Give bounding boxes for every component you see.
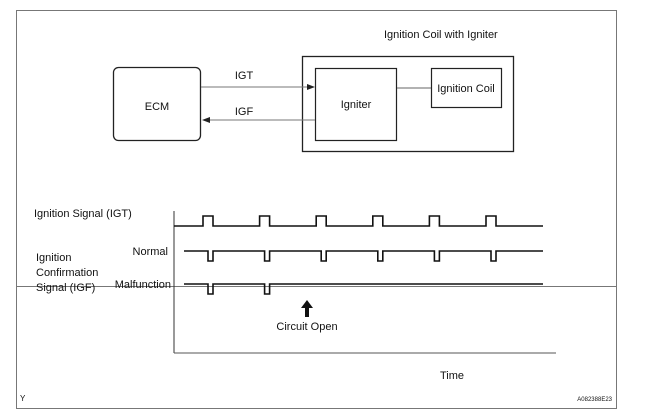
- malfunction-label: Malfunction: [115, 279, 171, 291]
- circuit-open-annotation: Circuit Open: [276, 321, 337, 333]
- coil-box: [430, 67, 503, 109]
- igf-signal-label-2: Confirmation: [36, 267, 98, 279]
- igf-signal-label-1: Ignition: [36, 252, 71, 264]
- time-axis-label: Time: [440, 370, 464, 382]
- igniter-box: [314, 67, 398, 142]
- assembly-label: Ignition Coil with Igniter: [384, 29, 498, 41]
- corner-mark: Y: [20, 394, 26, 403]
- coil-label: Ignition Coil: [437, 83, 494, 95]
- igf-signal-label-3: Signal (IGF): [36, 282, 95, 294]
- igniter-label: Igniter: [341, 99, 372, 111]
- figure-frame-full: [16, 10, 617, 409]
- igt-signal-label: Ignition Signal (IGT): [34, 208, 132, 220]
- igf-normal-waveform: [184, 250, 543, 262]
- igt-label: IGT: [235, 70, 254, 82]
- figure-frame: [16, 10, 617, 287]
- igf-malfunction-waveform: [184, 283, 543, 295]
- ecm-label: ECM: [145, 101, 169, 113]
- igf-label: IGF: [235, 106, 254, 118]
- figure-code: A082388E23: [577, 397, 612, 403]
- ecm-box: [112, 66, 202, 142]
- igt-waveform: [174, 215, 543, 227]
- assembly-box: [301, 55, 515, 153]
- igt-arrowhead-icon: [307, 84, 315, 90]
- arrow-up-icon: [301, 300, 313, 317]
- igf-arrowhead-icon: [202, 117, 210, 123]
- normal-label: Normal: [133, 246, 168, 258]
